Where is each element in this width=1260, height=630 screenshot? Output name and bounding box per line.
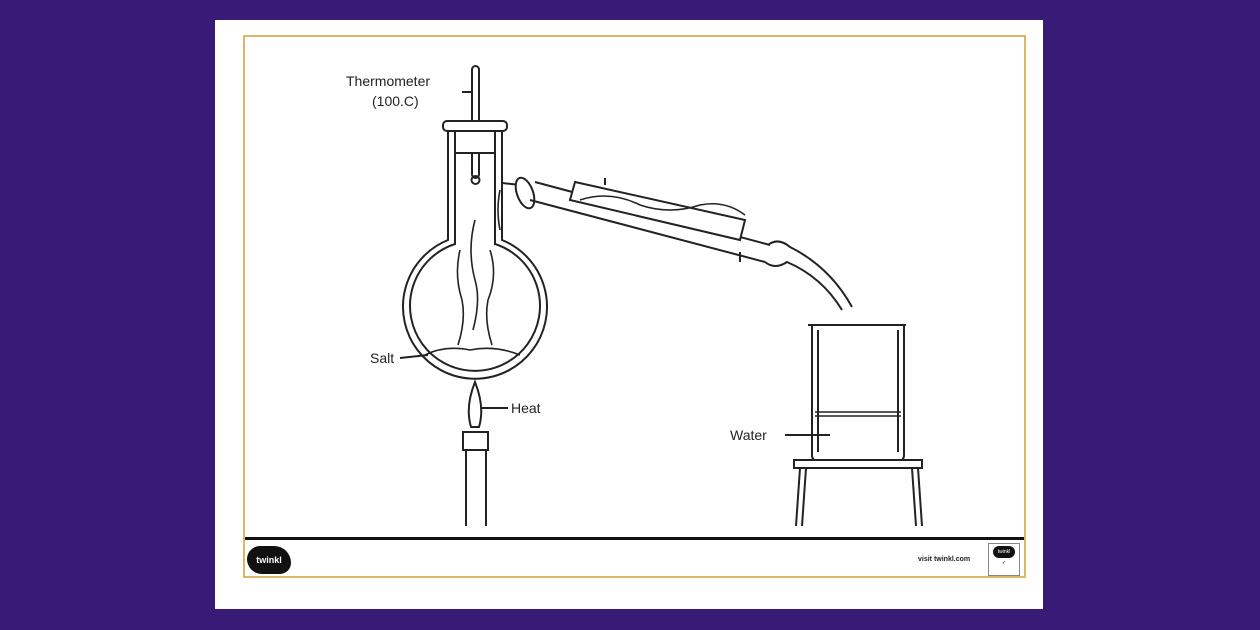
tripod-stand	[793, 459, 923, 527]
beaker	[808, 324, 906, 462]
worksheet-card	[215, 20, 1043, 609]
salt-pointer	[399, 354, 429, 359]
footer-divider	[245, 537, 1024, 540]
twinkl-logo: twinkl	[247, 546, 291, 574]
footer-url[interactable]: visit twinkl.com	[918, 556, 971, 563]
water-label: Water	[730, 427, 767, 443]
temperature-label: (100.C)	[372, 93, 419, 109]
round-bottom-flask	[402, 120, 548, 380]
salt-label: Salt	[370, 350, 395, 366]
condenser	[501, 176, 853, 311]
logo-text: twinkl	[256, 555, 282, 565]
heat-label: Heat	[511, 400, 541, 416]
quality-badge: twinkl✓	[988, 543, 1020, 576]
worksheet-frame	[243, 35, 1026, 578]
badge-logo-text: twinkl	[993, 546, 1015, 558]
burner	[462, 379, 489, 526]
thermometer-label: Thermometer	[346, 73, 431, 89]
